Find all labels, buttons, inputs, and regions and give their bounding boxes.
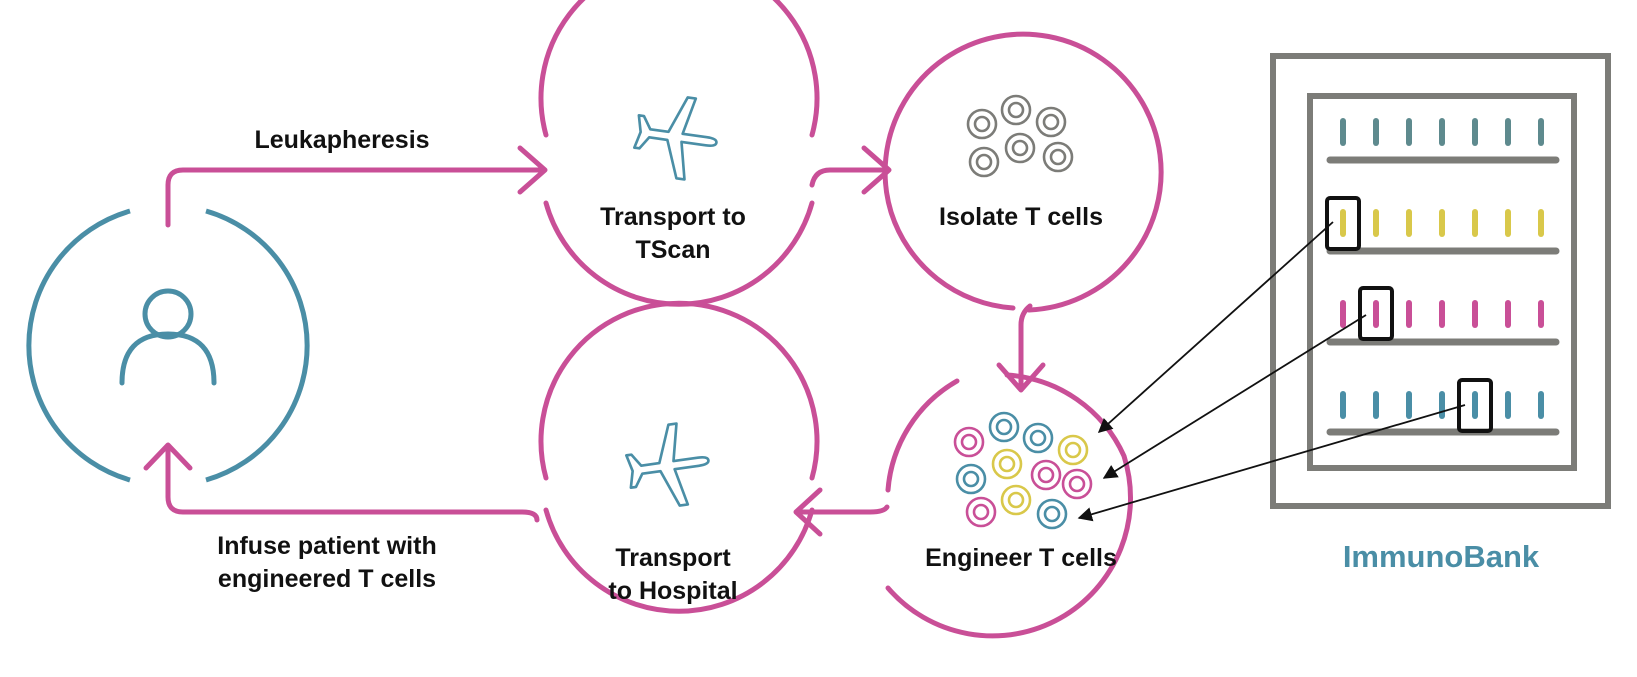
cell-icon xyxy=(955,463,987,495)
isolate-ring xyxy=(882,31,1164,313)
selected-vial-box xyxy=(1457,378,1493,433)
cell-icon xyxy=(965,496,997,528)
airplane-icon xyxy=(629,89,724,185)
isolate-label: Isolate T cells xyxy=(939,203,1103,231)
cell-icon xyxy=(1000,94,1032,126)
leukapheresis-connector xyxy=(165,167,543,228)
tscan-isolate-arrowhead xyxy=(861,145,892,195)
isolate-engineer-arrowhead xyxy=(996,362,1046,393)
cell-icon xyxy=(1057,434,1089,466)
patient-node xyxy=(26,208,310,483)
cell-icon xyxy=(1061,468,1093,500)
tscan-isolate-connector xyxy=(809,167,887,188)
cell-icon xyxy=(966,108,998,140)
immunobank-inner-frame xyxy=(1307,93,1577,471)
cell-icon xyxy=(953,426,985,458)
infuse-label-2: engineered T cells xyxy=(218,565,436,593)
vial-row-1 xyxy=(1340,118,1544,146)
transport-hospital-label-1: Transport xyxy=(615,544,731,572)
cell-icon xyxy=(1004,132,1036,164)
infuse-arrowhead xyxy=(143,442,193,471)
transport-tscan-label-1: Transport to xyxy=(600,203,746,231)
infuse-label-1: Infuse patient with xyxy=(217,532,436,560)
transport-hospital-label-2: to Hospital xyxy=(608,577,737,605)
person-icon xyxy=(119,288,217,386)
cell-icon xyxy=(1022,422,1054,454)
engineer-label: Engineer T cells xyxy=(925,544,1117,572)
vial-row-4 xyxy=(1340,391,1544,419)
vial-row-2 xyxy=(1340,209,1544,237)
cell-icon xyxy=(1030,459,1062,491)
transport-tscan-label-2: TScan xyxy=(635,236,710,264)
engineered-cells xyxy=(953,411,1093,530)
engineer-ring xyxy=(885,372,1133,639)
engineer-hospital-connector xyxy=(797,504,890,515)
immunobank: ImmunoBank xyxy=(1270,53,1611,574)
airplane-icon xyxy=(621,418,716,514)
cell-icon xyxy=(1035,106,1067,138)
transport-hospital-ring xyxy=(538,300,820,614)
leukapheresis-label: Leukapheresis xyxy=(254,126,429,154)
isolate-engineer-connector xyxy=(1018,303,1033,388)
vial-row-3 xyxy=(1340,300,1544,328)
selected-vial-box xyxy=(1358,286,1394,341)
infuse-connector xyxy=(165,447,540,523)
leukapheresis-arrowhead xyxy=(517,145,548,195)
patient-ring-left xyxy=(26,208,131,483)
immunobank-title: ImmunoBank xyxy=(1343,539,1540,574)
cell-icon xyxy=(968,146,1000,178)
cell-icon xyxy=(988,411,1020,443)
immunobank-outer-frame xyxy=(1270,53,1611,509)
isolated-cells xyxy=(966,94,1074,178)
retrieve-arrow xyxy=(1102,314,1367,479)
retrieve-arrow xyxy=(1097,221,1334,433)
patient-ring-right xyxy=(205,208,310,483)
cell-icon xyxy=(1042,141,1074,173)
cell-icon xyxy=(991,448,1023,480)
selected-vial-box xyxy=(1325,196,1361,251)
engineer-hospital-arrowhead xyxy=(793,487,823,537)
cell-icon xyxy=(1036,498,1068,530)
cell-icon xyxy=(1000,484,1032,516)
retrieve-arrow xyxy=(1077,404,1466,522)
